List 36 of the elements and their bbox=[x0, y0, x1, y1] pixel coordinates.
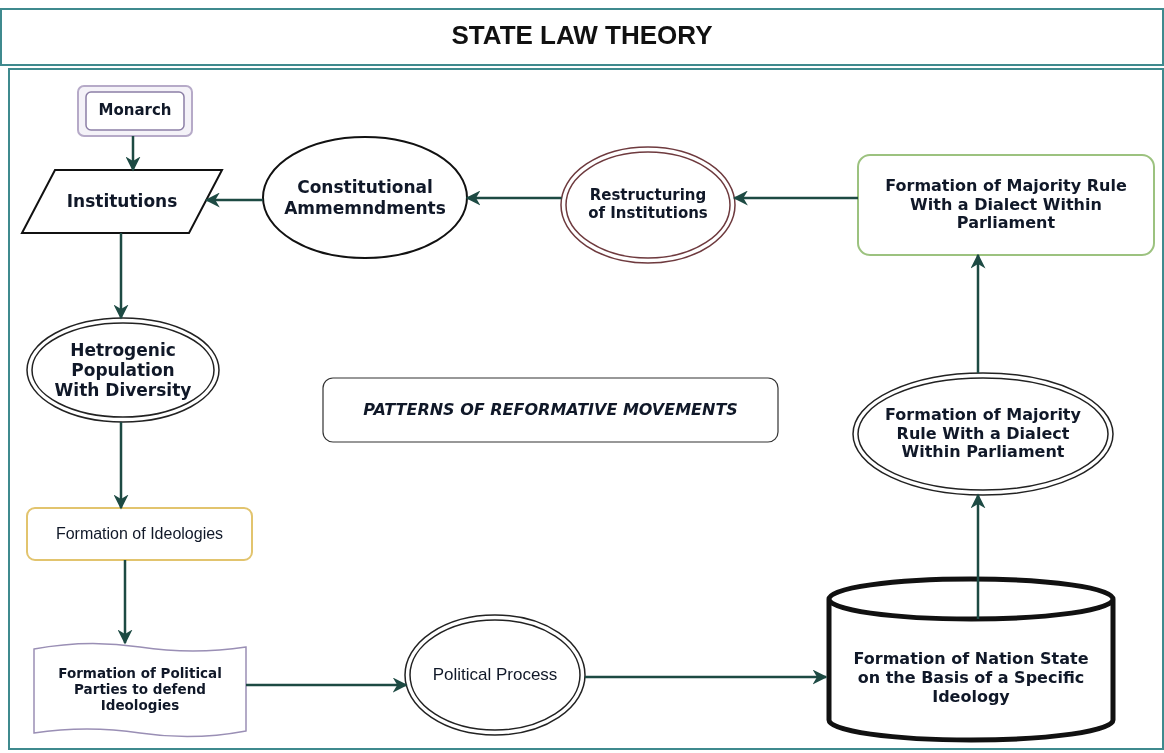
arrow bbox=[113, 233, 129, 320]
arrow bbox=[204, 192, 264, 208]
rounded-box bbox=[78, 86, 192, 136]
double-ellipse-node bbox=[405, 615, 585, 735]
node-label: Constitutional Ammemndments bbox=[283, 177, 447, 218]
double-ellipse-node bbox=[853, 373, 1113, 495]
node-label: PATTERNS OF REFORMATIVE MOVEMENTS bbox=[363, 400, 738, 420]
rounded-box bbox=[27, 508, 252, 560]
ellipse-node bbox=[263, 137, 467, 258]
node-label: Hetrogenic Population With Diversity bbox=[53, 339, 193, 401]
arrow bbox=[732, 190, 858, 206]
node-label: Political Process bbox=[432, 664, 558, 685]
node-label: Formation of Political Parties to defend Ideologies bbox=[57, 666, 223, 714]
node-label: Monarch bbox=[98, 102, 172, 120]
cylinder-node bbox=[826, 577, 1116, 742]
double-ellipse-node bbox=[27, 318, 219, 422]
node-label: Institutions bbox=[66, 191, 178, 212]
double-ellipse-node bbox=[561, 147, 735, 263]
node-label: Formation of Ideologies bbox=[55, 524, 224, 544]
rounded-box bbox=[323, 378, 778, 442]
parallelogram-node bbox=[22, 170, 222, 233]
rounded-box bbox=[858, 155, 1154, 255]
arrow bbox=[246, 677, 408, 693]
node-label: Formation of Majority Rule With a Dialect Within Parliament bbox=[884, 176, 1128, 234]
node-label: Formation of Nation State on the Basis of a Specific Ideology bbox=[852, 650, 1090, 707]
arrow bbox=[117, 560, 133, 645]
arrow bbox=[113, 422, 129, 510]
document-shape bbox=[34, 643, 246, 737]
diagram-title: STATE LAW THEORY bbox=[450, 20, 714, 51]
arrow bbox=[970, 493, 986, 619]
node-label: Restructuring of Institutions bbox=[587, 187, 709, 223]
node-label: Formation of Majority Rule With a Dialect Within Parliament bbox=[884, 405, 1082, 463]
arrow bbox=[125, 136, 141, 172]
arrow bbox=[970, 253, 986, 374]
arrow bbox=[465, 190, 562, 206]
arrow bbox=[584, 669, 828, 685]
